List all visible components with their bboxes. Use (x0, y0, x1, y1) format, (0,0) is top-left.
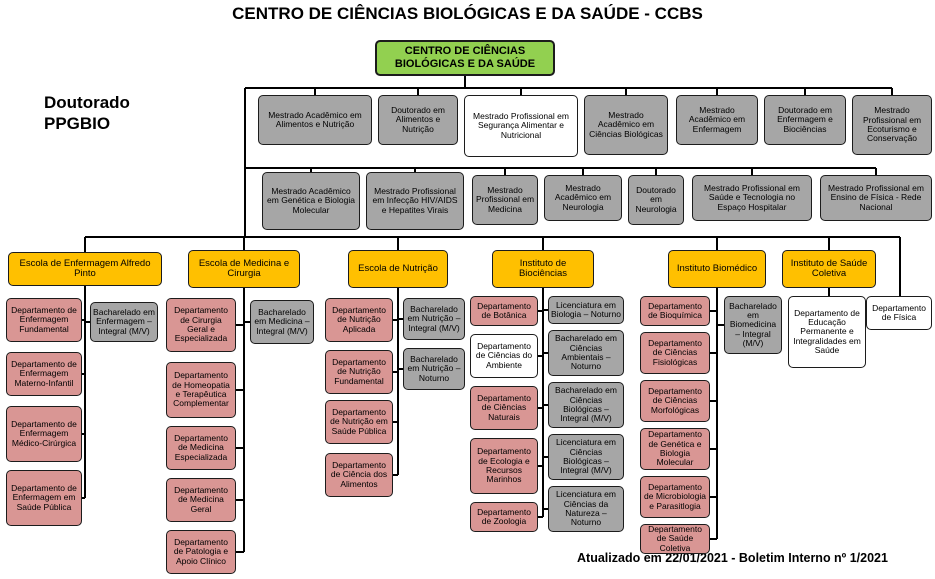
department-box: Departamento de Ciências Naturais (470, 386, 538, 430)
department-box: Departamento de Zoologia (470, 502, 538, 532)
department-fisica-box: Departamento de Física (866, 296, 932, 330)
department-box: Departamento de Saúde Coletiva (640, 524, 710, 554)
department-box: Departamento de Ciências Fisiológicas (640, 332, 710, 374)
department-box: Departamento de Enfermagem Fundamental (6, 298, 82, 342)
program-box: Mestrado Profissional em Segurança Alime… (464, 95, 578, 157)
program-box: Mestrado Profissional em Infecção HIV/AI… (366, 172, 464, 230)
department-box: Departamento de Cirurgia Geral e Especia… (166, 298, 236, 352)
course-box: Bacharelado em Enfermagem – Integral (M/… (90, 302, 158, 342)
department-box: Departamento de Enfermagem em Saúde Públ… (6, 470, 82, 526)
program-box: Mestrado Profissional em Medicina (472, 175, 538, 225)
course-box: Bacharelado em Biomedicina – Integral (M… (724, 296, 782, 354)
root-box: CENTRO DE CIÊNCIAS BIOLÓGICAS E DA SAÚDE (375, 40, 555, 76)
unit-box: Escola de Medicina e Cirurgia (188, 250, 300, 288)
department-box: Departamento de Homeopatia e Terapêutica… (166, 362, 236, 418)
program-box: Doutorado em Enfermagem e Biociências (764, 95, 846, 145)
course-box: Bacharelado em Ciências Biológicas – Int… (548, 382, 624, 428)
course-box: Bacharelado em Nutrição – Noturno (403, 348, 465, 390)
doutorado-ppgbio-label: Doutorado PPGBIO (44, 93, 130, 134)
course-box: Bacharelado em Ciências Ambientais – Not… (548, 330, 624, 376)
unit-box: Escola de Enfermagem Alfredo Pinto (8, 252, 162, 286)
program-box: Mestrado Acadêmico em Enfermagem (676, 95, 758, 145)
unit-box: Instituto de Biociências (492, 250, 594, 288)
department-box: Departamento de Microbiologia e Parasitl… (640, 476, 710, 518)
department-box: Departamento de Medicina Especializada (166, 426, 236, 470)
department-box: Departamento de Ciências Morfológicas (640, 380, 710, 422)
department-box: Departamento de Bioquímica (640, 296, 710, 326)
footer-update-note: Atualizado em 22/01/2021 - Boletim Inter… (577, 551, 888, 565)
department-box: Departamento de Ciência dos Alimentos (325, 453, 393, 497)
program-box: Mestrado Acadêmico em Neurologia (544, 175, 622, 221)
department-box: Departamento de Educação Permanente e In… (788, 296, 866, 368)
department-box: Departamento de Enfermagem Médico-Cirúrg… (6, 406, 82, 462)
department-box: Departamento de Nutrição Aplicada (325, 298, 393, 342)
program-box: Doutorado em Alimentos e Nutrição (378, 95, 458, 145)
department-box: Departamento de Ecologia e Recursos Mari… (470, 438, 538, 494)
program-box: Mestrado Acadêmico em Genética e Biologi… (262, 172, 360, 230)
page-title: CENTRO DE CIÊNCIAS BIOLÓGICAS E DA SAÚDE… (232, 4, 703, 23)
program-box: Mestrado Profissional em Ensino de Físic… (820, 175, 932, 221)
program-box: Mestrado Acadêmico em Alimentos e Nutriç… (258, 95, 372, 145)
course-box: Licenciatura em Biologia – Noturno (548, 296, 624, 324)
department-box: Departamento de Nutrição em Saúde Públic… (325, 400, 393, 444)
department-box: Departamento de Genética e Biologia Mole… (640, 428, 710, 470)
program-box: Mestrado Acadêmico em Ciências Biológica… (584, 95, 668, 155)
department-box: Departamento de Botânica (470, 296, 538, 326)
course-box: Bacharelado em Nutrição – Integral (M/V) (403, 298, 465, 340)
course-box: Licenciatura em Ciências da Natureza – N… (548, 486, 624, 532)
department-box: Departamento de Patologia e Apoio Clínic… (166, 530, 236, 574)
program-box: Mestrado Profissional em Saúde e Tecnolo… (692, 175, 812, 221)
course-box: Bacharelado em Medicina – Integral (M/V) (250, 300, 314, 344)
department-box: Departamento de Ciências do Ambiente (470, 334, 538, 378)
department-box: Departamento de Medicina Geral (166, 478, 236, 522)
program-box: Mestrado Profissional em Ecoturismo e Co… (852, 95, 932, 155)
course-box: Licenciatura em Ciências Biológicas – In… (548, 434, 624, 480)
department-box: Departamento de Nutrição Fundamental (325, 350, 393, 394)
department-box: Departamento de Enfermagem Materno-Infan… (6, 352, 82, 396)
program-box: Doutorado em Neurologia (628, 175, 684, 225)
unit-box: Instituto de Saúde Coletiva (782, 250, 876, 288)
unit-box: Instituto Biomédico (668, 250, 766, 288)
unit-box: Escola de Nutrição (348, 250, 448, 288)
